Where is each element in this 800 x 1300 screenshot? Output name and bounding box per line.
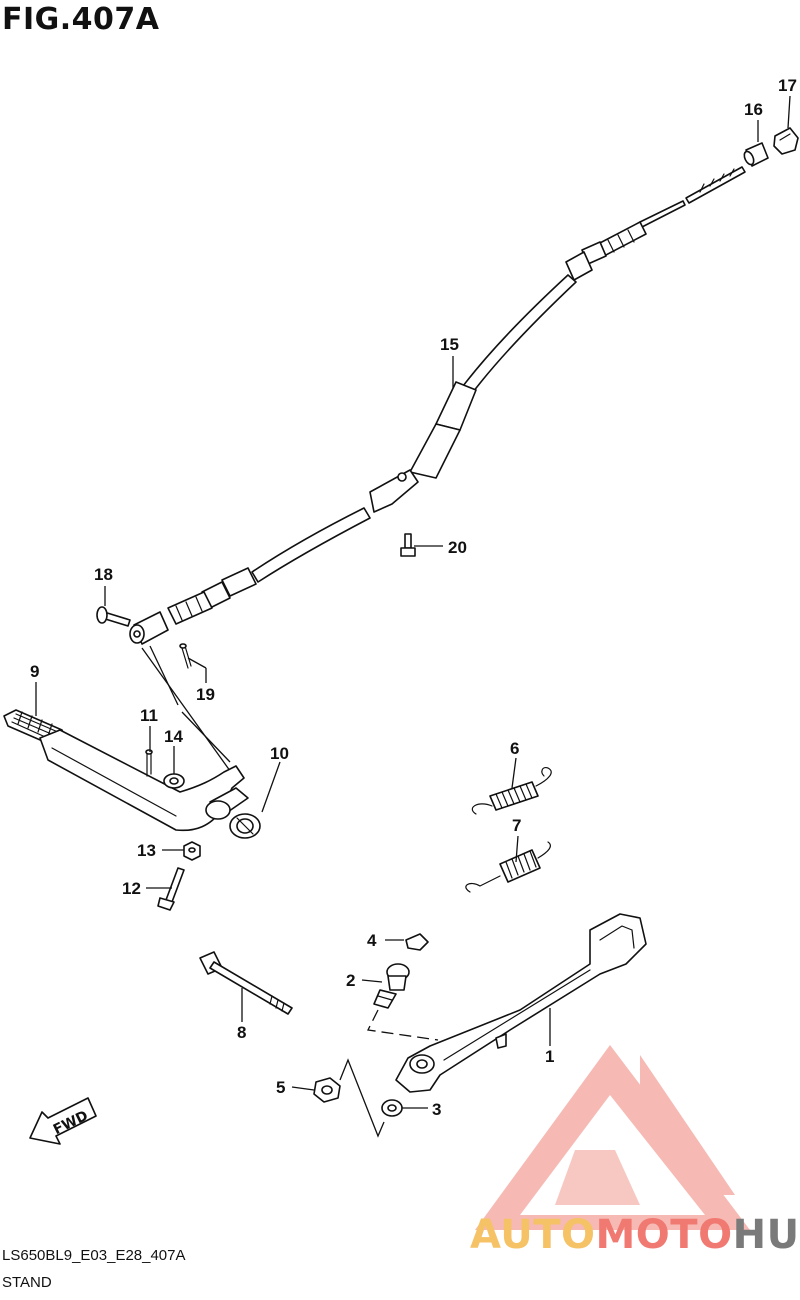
- callout-15: 15: [440, 335, 459, 354]
- callout-16: 16: [744, 100, 763, 119]
- callout-6: 6: [510, 739, 519, 758]
- callout-20: 20: [448, 538, 467, 557]
- callout-8: 8: [237, 1023, 246, 1042]
- leader-lines: [35, 95, 791, 1109]
- figure-title: FIG.407A: [2, 2, 160, 37]
- part-8-long-bolt: [199, 951, 293, 1015]
- figure-name: STAND: [2, 1274, 52, 1291]
- callout-5: 5: [276, 1078, 285, 1097]
- part-1-side-stand: [395, 913, 647, 1093]
- part-17-cable-cap: [773, 127, 799, 155]
- fwd-arrow-icon: FWD: [29, 1097, 97, 1145]
- callout-7: 7: [512, 816, 521, 835]
- callout-14: 14: [164, 727, 183, 746]
- assembly-line-cable-lever: [141, 647, 239, 783]
- assembly-line-nut: [339, 1058, 385, 1138]
- watermark-text-moto: MOTO: [595, 1212, 733, 1258]
- callout-10: 10: [270, 744, 289, 763]
- callout-2: 2: [346, 971, 355, 990]
- part-18-clevis-pin: [96, 606, 131, 627]
- part-14-washer: [163, 773, 185, 789]
- part-5-nut: [313, 1077, 341, 1103]
- part-15-stand-cable: [129, 166, 746, 645]
- assembly-line-cable-lever-2: [149, 645, 179, 706]
- callout-19: 19: [196, 685, 215, 704]
- watermark-text-hub: HUB: [732, 1212, 800, 1258]
- part-12-bolt: [157, 867, 185, 911]
- callout-17: 17: [778, 76, 797, 95]
- callout-12: 12: [122, 879, 141, 898]
- callout-labels: 1 2 3 4 5 6 7 8 9 10 11 12 13 14 15 16 1…: [30, 76, 797, 1119]
- assembly-line-pivot: [367, 1009, 439, 1041]
- part-16-adjuster-nut: [743, 142, 769, 167]
- watermark-text-auto: AUTO: [470, 1212, 596, 1258]
- part-11-cotter-pin: [145, 749, 153, 777]
- part-2-pivot-bolt: [373, 963, 410, 1009]
- part-20-bolt: [400, 533, 416, 557]
- watermark-text: AUTOMOTOHUB: [470, 1212, 800, 1258]
- watermark-logo: [475, 1045, 750, 1230]
- part-3-washer: [381, 1099, 403, 1117]
- callout-13: 13: [137, 841, 156, 860]
- part-10-stand-lever: [39, 729, 261, 839]
- callout-11: 11: [140, 706, 158, 725]
- part-6-spring: [471, 767, 552, 815]
- callout-4: 4: [367, 931, 377, 950]
- part-13-nut: [183, 841, 201, 861]
- part-4-cap: [405, 933, 429, 951]
- part-19-cotter-pin: [179, 643, 192, 669]
- part-7-spring: [465, 841, 551, 893]
- callout-1: 1: [545, 1047, 554, 1066]
- callout-9: 9: [30, 662, 39, 681]
- callout-18: 18: [94, 565, 113, 584]
- assembly-line-cable-lever-3: [181, 711, 231, 763]
- callout-3: 3: [432, 1100, 441, 1119]
- figure-code: LS650BL9_E03_E28_407A: [2, 1247, 186, 1264]
